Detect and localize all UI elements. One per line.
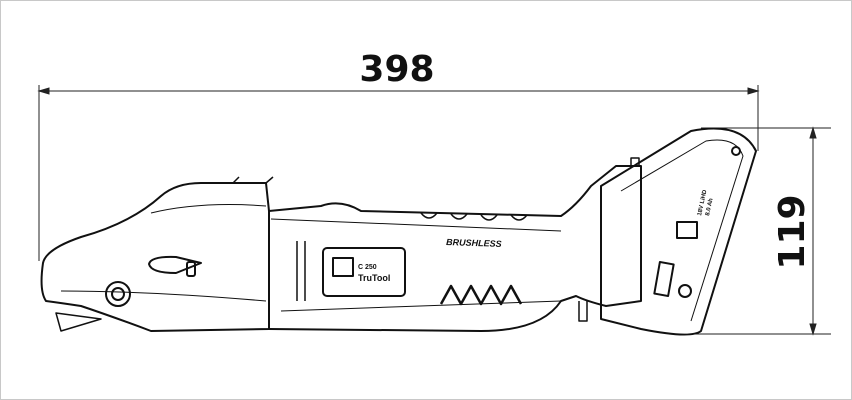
shear-tool-outline	[40, 127, 757, 336]
length-value: 398	[359, 49, 434, 90]
brand-label: TruTool	[358, 273, 390, 283]
brushless-label: BRUSHLESS	[446, 237, 502, 249]
length-dimension	[37, 85, 760, 261]
height-value: 119	[772, 194, 813, 269]
battery-voltage-label: 18V LiHD	[697, 189, 708, 217]
battery-capacity-label: 8.0 Ah	[705, 197, 715, 216]
model-label: C 250	[358, 264, 377, 271]
